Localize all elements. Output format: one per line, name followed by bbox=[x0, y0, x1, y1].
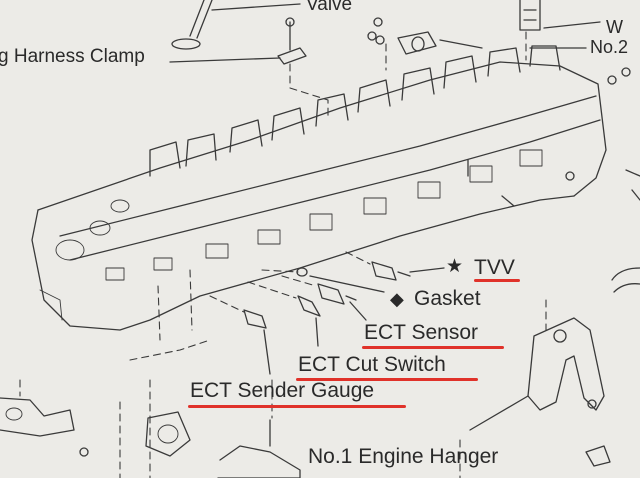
top-right-part bbox=[519, 0, 631, 85]
ect-sensor-underline bbox=[362, 346, 504, 349]
engine-hanger-label: No.1 Engine Hanger bbox=[308, 445, 499, 468]
tvv-part bbox=[345, 251, 445, 281]
ect-cut-switch-part bbox=[247, 281, 321, 347]
ect-sensor-part bbox=[281, 275, 367, 321]
cylinder-head-body bbox=[31, 45, 607, 331]
lower-left-parts bbox=[0, 269, 461, 478]
harness-clamp-part bbox=[169, 17, 329, 119]
ect-sensor-label: ECT Sensor bbox=[364, 321, 478, 344]
gasket-label: Gasket bbox=[414, 287, 481, 310]
tvv-underline bbox=[474, 279, 520, 282]
ect-sender-gauge-part bbox=[209, 295, 271, 375]
gasket-part bbox=[261, 267, 385, 293]
tvv-star-icon: ★ bbox=[446, 256, 464, 277]
right-side-parts bbox=[611, 169, 640, 293]
valve-part bbox=[171, 0, 301, 50]
ect-sender-gauge-underline bbox=[188, 405, 406, 408]
harness-clamp-label: g Harness Clamp bbox=[0, 46, 145, 67]
tvv-label: TVV bbox=[474, 256, 515, 279]
gasket-diamond-icon: ◆ bbox=[390, 289, 404, 309]
ect-sender-gauge-label: ECT Sender Gauge bbox=[190, 379, 375, 402]
ect-cut-switch-label: ECT Cut Switch bbox=[298, 353, 446, 376]
top-bolts bbox=[367, 17, 483, 71]
valve-label: Valve bbox=[306, 0, 353, 15]
no2-label: No.2 bbox=[590, 37, 629, 57]
ect-cut-switch-underline bbox=[296, 378, 478, 381]
engine-hanger-part bbox=[469, 299, 611, 467]
w-label-partial: W bbox=[606, 17, 623, 37]
